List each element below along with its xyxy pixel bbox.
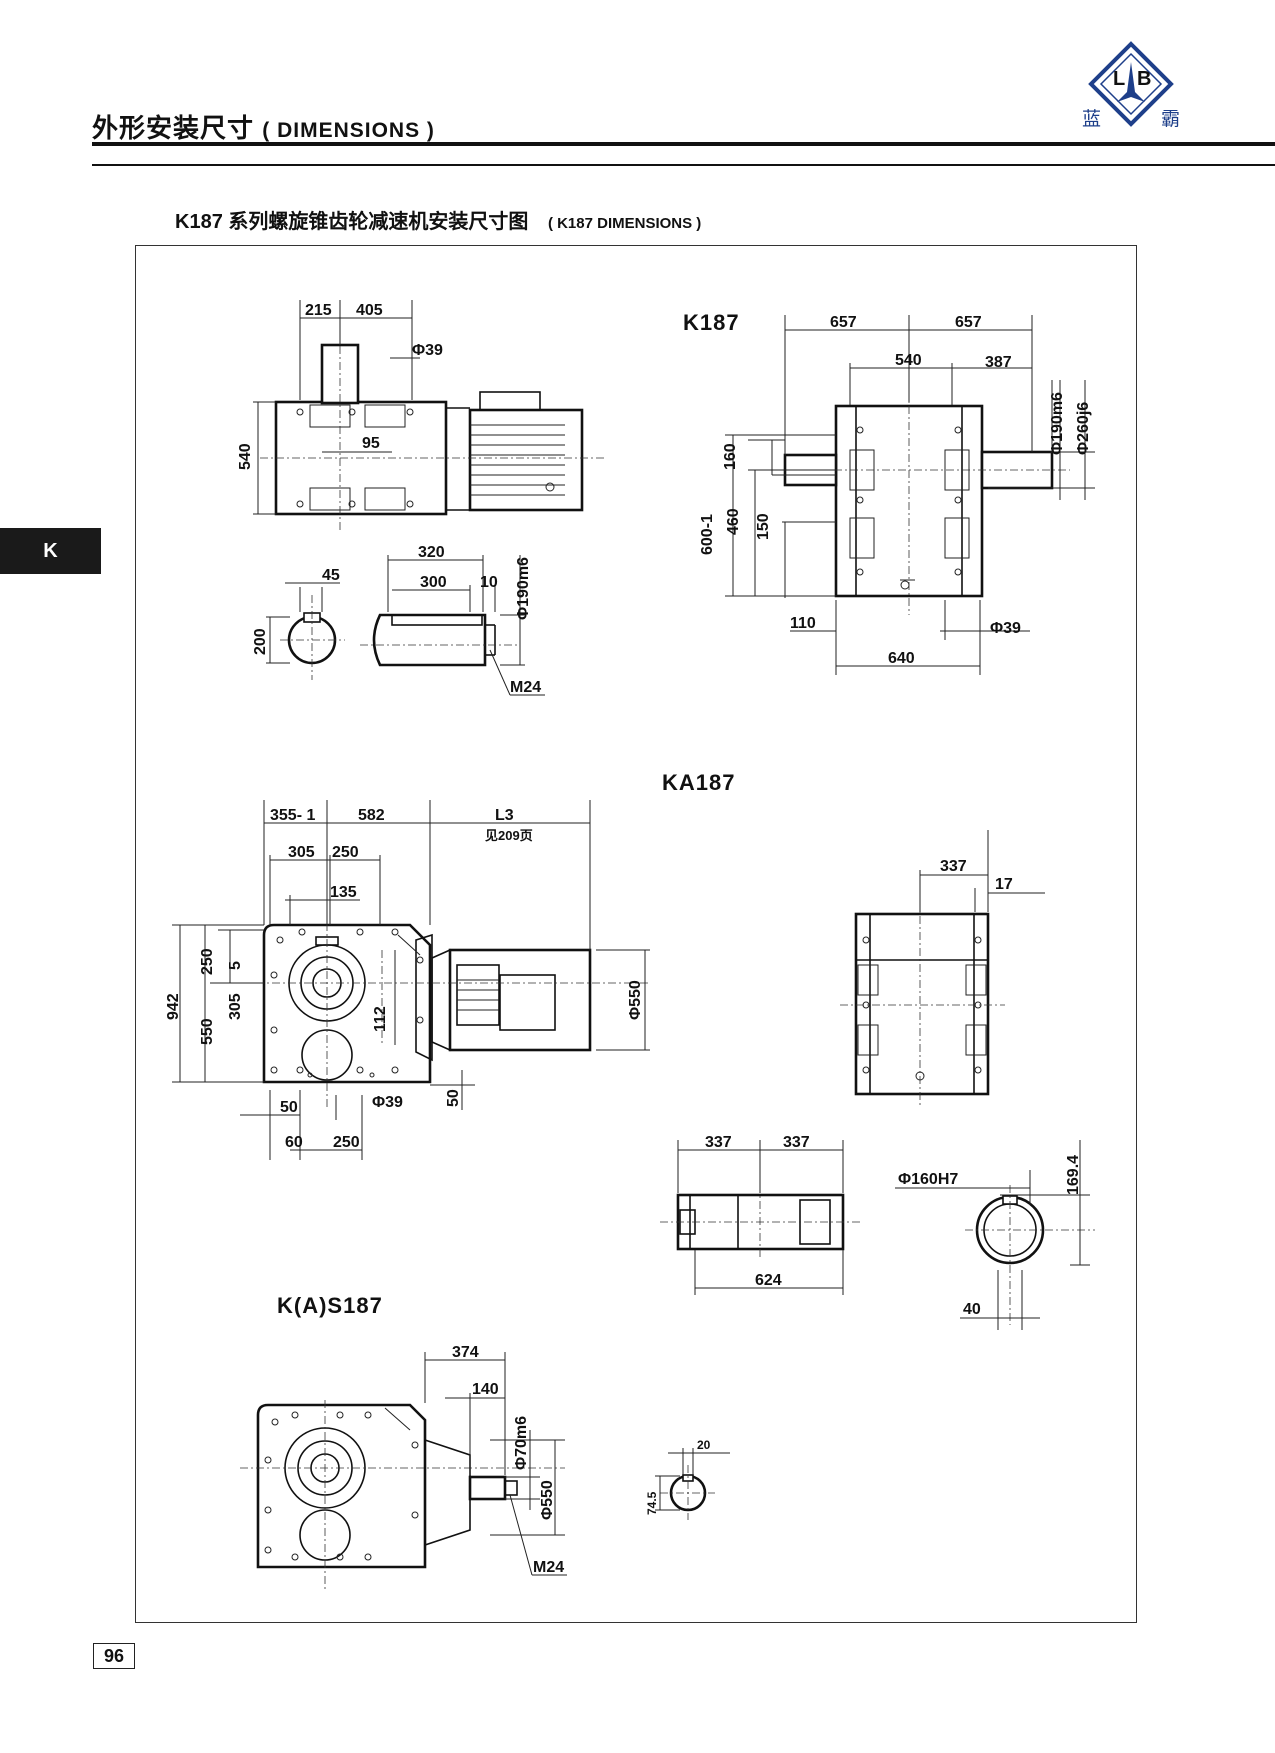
dim-624: 624 — [755, 1272, 782, 1289]
dim-phi39-b: Φ39 — [990, 620, 1021, 637]
ks187-key-detail: 20 74.5 — [645, 1438, 730, 1520]
dim-305-a: 305 — [288, 844, 315, 861]
dim-405: 405 — [356, 302, 383, 319]
page-title: 外形安装尺寸 ( DIMENSIONS ) — [92, 108, 435, 145]
dim-460: 460 — [725, 508, 742, 535]
dim-m24-a: M24 — [510, 679, 541, 696]
dim-320: 320 — [418, 544, 445, 561]
dim-305-b: 305 — [227, 993, 244, 1020]
dim-95: 95 — [362, 435, 380, 452]
dim-5: 5 — [227, 961, 244, 970]
dim-337-b: 337 — [705, 1134, 732, 1151]
page-title-cn: 外形安装尺寸 — [92, 113, 255, 143]
dim-337-c: 337 — [783, 1134, 810, 1151]
dim-540-a: 540 — [237, 443, 254, 470]
note-see-page-209: 见209页 — [485, 828, 533, 843]
dim-60: 60 — [285, 1134, 303, 1151]
view-label-k187: K187 — [683, 310, 740, 335]
dim-50-b: 50 — [445, 1089, 462, 1107]
dim-phi550-a: Φ550 — [627, 980, 644, 1020]
dim-20: 20 — [697, 1438, 711, 1452]
dim-200: 200 — [252, 628, 269, 655]
dim-387: 387 — [985, 354, 1012, 371]
dim-337-a: 337 — [940, 858, 967, 875]
dim-169-4: 169.4 — [1065, 1155, 1082, 1195]
drawing-title-main: K187 系列螺旋锥齿轮减速机安装尺寸图 — [175, 211, 529, 233]
section-tab-k[interactable]: K — [0, 528, 101, 574]
dim-550: 550 — [199, 1018, 216, 1045]
logo-cn-1: 蓝 — [1082, 108, 1102, 130]
ka187-front-view: KA187 — [165, 770, 735, 1160]
dim-657-b: 657 — [955, 314, 982, 331]
header-rule-thick — [92, 142, 1275, 146]
dim-657-a: 657 — [830, 314, 857, 331]
ka187-bore-detail: Φ160H7 169.4 40 — [895, 1140, 1095, 1330]
dim-phi190m6-b: Φ190m6 — [1049, 392, 1066, 455]
logo-letter-b: B — [1137, 68, 1151, 90]
view-label-ka187: KA187 — [662, 770, 735, 795]
dim-phi39-c: Φ39 — [372, 1094, 403, 1111]
drawing-title-en: ( K187 DIMENSIONS ) — [547, 215, 702, 232]
ka187-hollow-shaft-section: 337 337 624 — [660, 1134, 862, 1295]
dim-110: 110 — [790, 615, 816, 632]
dim-112: 112 — [372, 1006, 389, 1032]
logo-letter-l: L — [1113, 68, 1125, 90]
drawing-frame — [135, 245, 1137, 1623]
brand-logo-text: 蓝 霸 — [1082, 104, 1180, 131]
drawing-title: K187 系列螺旋锥齿轮减速机安装尺寸图 ( K187 DIMENSIONS ) — [175, 205, 701, 234]
brand-logo: L B — [1088, 41, 1174, 127]
dim-phi190m6-a: Φ190m6 — [515, 557, 532, 620]
page-number: 96 — [93, 1643, 135, 1669]
dim-150: 150 — [755, 513, 772, 540]
dim-355-1: 355- 1 — [270, 807, 315, 824]
dim-74-5: 74.5 — [645, 1491, 659, 1515]
dim-540-b: 540 — [895, 352, 922, 369]
dim-45: 45 — [322, 567, 340, 584]
dim-215: 215 — [305, 302, 332, 319]
dim-374: 374 — [452, 1344, 479, 1361]
ka187-side-view: 337 17 — [840, 830, 1045, 1105]
dim-phi39-a: Φ39 — [412, 342, 443, 359]
k187-side-view: K187 — [683, 310, 1095, 675]
dim-phi70m6: Φ70m6 — [513, 1416, 530, 1470]
dim-250-a: 250 — [332, 844, 359, 861]
ks187-front-view: K(A)S187 374 140 Φ70 — [240, 1293, 567, 1590]
dim-140: 140 — [472, 1381, 499, 1398]
dim-17: 17 — [995, 876, 1013, 893]
dim-50-a: 50 — [280, 1099, 298, 1116]
dim-phi160h7: Φ160H7 — [898, 1171, 958, 1188]
dim-10: 10 — [480, 574, 498, 591]
dim-40: 40 — [963, 1301, 981, 1318]
dim-300: 300 — [420, 574, 447, 591]
dim-l3: L3 — [495, 807, 514, 824]
dim-m24-b: M24 — [533, 1559, 564, 1576]
dim-600-1: 600-1 — [699, 514, 716, 555]
k187-shaft-detail: 45 200 320 300 10 Φ190m6 M24 — [252, 544, 545, 696]
dim-135: 135 — [330, 884, 357, 901]
dim-160: 160 — [722, 443, 739, 470]
dim-582: 582 — [358, 807, 385, 824]
header-rule-thin — [92, 164, 1275, 166]
logo-cn-2: 霸 — [1160, 108, 1180, 130]
k187-plan-view: 215 405 Φ39 540 95 — [237, 300, 605, 530]
dim-640: 640 — [888, 650, 915, 667]
dim-phi550-b: Φ550 — [539, 1480, 556, 1520]
view-label-ks187: K(A)S187 — [277, 1293, 383, 1318]
dim-250-b: 250 — [199, 948, 216, 975]
dim-250-c: 250 — [333, 1134, 360, 1151]
dim-phi260j6: Φ260j6 — [1075, 402, 1092, 455]
page-title-en: ( DIMENSIONS ) — [262, 119, 435, 142]
dim-942: 942 — [165, 993, 182, 1020]
